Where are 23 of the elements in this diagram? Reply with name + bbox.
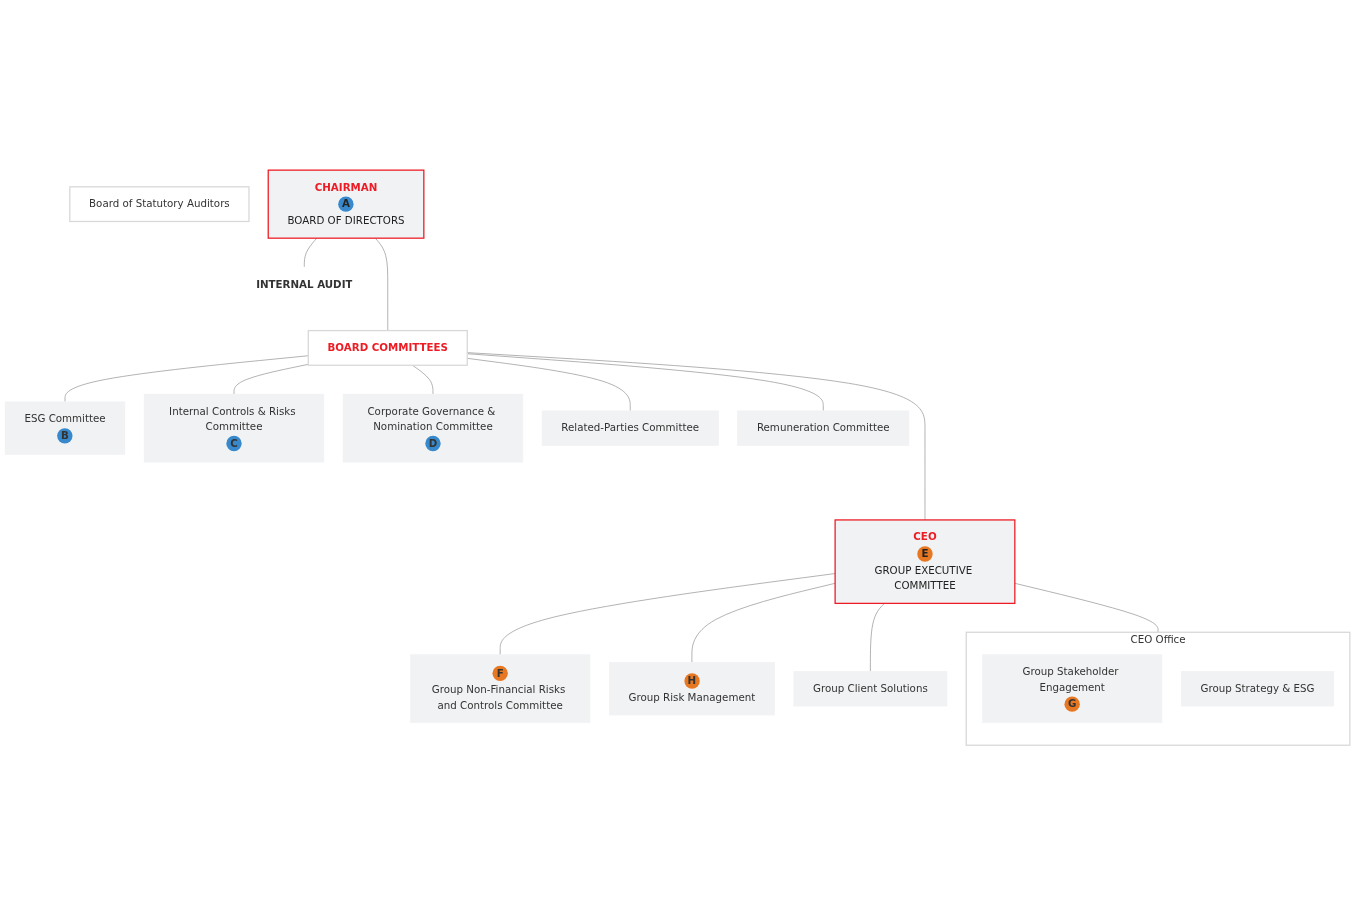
node-box: Corporate Governance & Nomination Committee D [342,394,524,463]
node-box: ESG Committee B [4,401,126,456]
node-box: CHAIRMAN A BOARD OF DIRECTORS [267,169,425,240]
connector [412,365,434,395]
connector [64,355,309,403]
node-box: Group Client Solutions [793,671,948,707]
node-box: Group Stakeholder Engagement G [981,654,1163,724]
connector [304,238,318,268]
connector [1014,583,1159,633]
connector [499,573,836,656]
node-box: Remuneration Committee [737,410,910,447]
connector [870,603,885,673]
node-box: CEO E GROUP EXECUTIVE COMMITTEE [834,519,1016,605]
node-box: F Group Non-Financial Risks and Controls Committee [410,654,591,724]
connector [375,238,389,332]
node-box: BOARD COMMITTEES [307,330,468,367]
node-box: Related-Parties Committee [541,410,719,447]
node-text: INTERNAL AUDIT [256,278,353,291]
node-box: H Group Risk Management [608,662,775,716]
node-box: Internal Controls & Risks Committee C [143,394,325,463]
connector [691,583,836,664]
connector [233,364,309,395]
node-box: Board of Statutory Auditors [69,186,250,223]
